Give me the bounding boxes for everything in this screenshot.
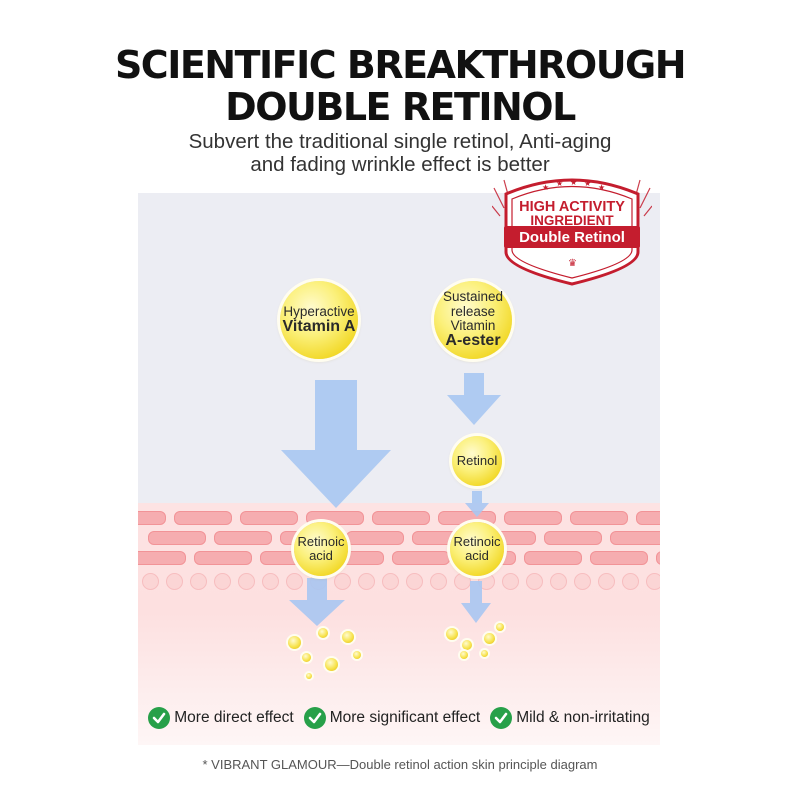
retinol-molecule: Retinol xyxy=(452,436,502,486)
skin-cell-round xyxy=(574,573,591,590)
skin-cell-round xyxy=(430,573,447,590)
check-icon xyxy=(148,707,171,729)
skin-cell xyxy=(636,511,660,525)
skin-cell xyxy=(306,511,364,525)
skin-cell xyxy=(174,511,232,525)
skin-cell-round xyxy=(598,573,615,590)
svg-text:★: ★ xyxy=(542,183,549,192)
molecule-label-bold: Vitamin A xyxy=(282,317,356,335)
skin-cell xyxy=(610,531,660,545)
retinoid-droplet xyxy=(353,651,361,659)
skin-cell-round xyxy=(622,573,639,590)
skin-cell xyxy=(138,511,166,525)
right-arrow-3 xyxy=(461,581,491,623)
benefit-label: More significant effect xyxy=(329,709,481,726)
benefit-label: More direct effect xyxy=(174,709,294,726)
benefit-item: Mild & non-irritating xyxy=(490,707,650,729)
skin-cell-round xyxy=(358,573,375,590)
skin-cell-round xyxy=(262,573,279,590)
skin-cell-round xyxy=(550,573,567,590)
skin-cell-round xyxy=(286,573,303,590)
retinoid-droplet xyxy=(302,653,311,662)
molecule-label: Vitamin xyxy=(450,317,496,333)
svg-text:★: ★ xyxy=(584,179,591,188)
right-arrow-1 xyxy=(447,373,501,425)
high-activity-seal: ★ ★ ★ ★ ★ ♛ HIGH ACTIVITY INGREDIENT Double … xyxy=(492,168,652,286)
molecule-label-bold: A-ester xyxy=(445,331,501,349)
retinoid-droplet xyxy=(496,623,504,631)
retinoid-droplet xyxy=(288,636,301,649)
skin-layer xyxy=(138,503,660,745)
retinoid-droplet xyxy=(462,640,472,650)
skin-cell-round xyxy=(214,573,231,590)
skin-cell-round xyxy=(646,573,660,590)
skin-cell-round xyxy=(166,573,183,590)
subtitle-line-2: and fading wrinkle effect is better xyxy=(250,153,550,176)
check-icon xyxy=(490,707,513,729)
skin-cell-round xyxy=(238,573,255,590)
skin-cell-round xyxy=(334,573,351,590)
left-arrow-large xyxy=(281,380,391,508)
left-arrow-lower xyxy=(289,578,345,626)
molecule-label: acid xyxy=(309,548,333,563)
skin-cell xyxy=(504,511,562,525)
skin-cell xyxy=(372,511,430,525)
skin-cell xyxy=(544,531,602,545)
benefit-item: More significant effect xyxy=(303,707,481,729)
title-line-1: SCIENTIFIC BREAKTHROUGH xyxy=(114,43,687,87)
molecule-label: Sustained xyxy=(442,289,504,305)
sustained-release-vitamin-a-ester-molecule: Sustained release Vitamin A-ester xyxy=(434,281,512,359)
svg-text:★: ★ xyxy=(570,178,577,187)
retinoid-droplet xyxy=(446,628,458,640)
retinoid-droplet xyxy=(481,650,488,657)
retinoid-droplet xyxy=(306,673,312,679)
title-line-2: DOUBLE RETINOL xyxy=(225,85,576,129)
skin-cell-round xyxy=(502,573,519,590)
svg-text:★: ★ xyxy=(556,179,563,188)
seal-ribbon-text: Double Retinol xyxy=(519,229,625,246)
retinoid-droplet xyxy=(325,658,338,671)
left-retinoic-acid-molecule: Retinoic acid xyxy=(294,522,348,576)
skin-cell xyxy=(148,531,206,545)
svg-text:★: ★ xyxy=(598,183,605,192)
skin-cell xyxy=(392,551,450,565)
molecule-label: release xyxy=(450,303,496,319)
retinoid-droplet xyxy=(318,628,328,638)
skin-cell xyxy=(214,531,272,545)
right-retinoic-acid-molecule: Retinoic acid xyxy=(450,522,504,576)
seal-line-2: INGREDIENT xyxy=(530,213,614,228)
hyperactive-vitamin-a-molecule: Hyperactive Vitamin A xyxy=(280,281,358,359)
skin-cell-round xyxy=(142,573,159,590)
right-arrow-2 xyxy=(465,491,489,517)
check-icon xyxy=(303,707,326,729)
molecule-label: Retinol xyxy=(456,453,498,469)
skin-cell xyxy=(590,551,648,565)
subtitle-line-1: Subvert the traditional single retinol, … xyxy=(188,130,612,153)
benefits-row: More direct effect More significant effe… xyxy=(138,707,660,729)
molecule-label: Retinoic xyxy=(297,534,345,550)
skin-cell xyxy=(194,551,252,565)
benefit-label: Mild & non-irritating xyxy=(516,709,650,726)
molecule-label: acid xyxy=(465,548,489,563)
retinoid-droplet xyxy=(484,633,495,644)
skin-cell xyxy=(656,551,660,565)
retinoid-droplet xyxy=(342,631,354,643)
skin-cell-round xyxy=(406,573,423,590)
skin-cell xyxy=(570,511,628,525)
skin-cell-round xyxy=(526,573,543,590)
retinoid-droplet xyxy=(460,651,468,659)
molecule-label: Hyperactive xyxy=(283,303,355,319)
skin-cell-round xyxy=(382,573,399,590)
skin-cell xyxy=(138,551,186,565)
svg-text:♛: ♛ xyxy=(568,258,577,269)
skin-cell xyxy=(240,511,298,525)
footnote: * VIBRANT GLAMOUR—Double retinol action … xyxy=(202,757,598,772)
benefit-item: More direct effect xyxy=(148,707,294,729)
seal-line-1: HIGH ACTIVITY xyxy=(519,199,625,215)
skin-cell xyxy=(346,531,404,545)
skin-cell xyxy=(524,551,582,565)
molecule-label: Retinoic xyxy=(453,534,501,550)
skin-cell-round xyxy=(190,573,207,590)
